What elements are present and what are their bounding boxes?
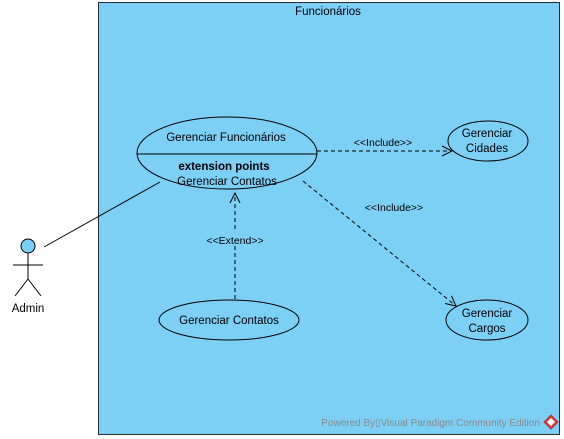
use-case-gerenciar-cidades-ellipse <box>447 120 529 162</box>
use-case-gerenciar-cidades-label-line2: Cidades <box>466 143 508 155</box>
include-cargos-relationship[interactable]: <<Include>> <box>302 180 456 306</box>
extension-point-gerenciar-contatos: Gerenciar Contatos <box>177 176 277 188</box>
use-case-gerenciar-contatos[interactable]: Gerenciar Contatos <box>158 299 300 341</box>
actor-admin[interactable]: Admin <box>12 238 45 315</box>
stick-figure-icon <box>13 238 43 297</box>
watermark: Powered By▯Visual Paradigm Community Edi… <box>321 414 559 430</box>
include-cargos-label: <<Include>> <box>365 202 423 214</box>
use-case-gerenciar-cargos-ellipse <box>445 299 529 341</box>
use-case-gerenciar-funcionarios[interactable]: Gerenciar Funcionários extension points … <box>136 116 318 190</box>
include-cidades-label: <<Include>> <box>354 137 412 149</box>
system-boundary[interactable]: Funcionários <box>98 2 560 435</box>
association-line[interactable] <box>43 181 161 248</box>
use-case-gerenciar-funcionarios-label: Gerenciar Funcionários <box>166 132 286 144</box>
actor-admin-label: Admin <box>12 303 45 315</box>
system-boundary-title: Funcionários <box>295 6 361 18</box>
extension-points-header: extension points <box>178 161 269 173</box>
use-case-gerenciar-cargos-label-line1: Gerenciar <box>462 308 513 320</box>
use-case-gerenciar-cidades-label-line1: Gerenciar <box>462 128 513 140</box>
use-case-gerenciar-cargos[interactable]: Gerenciar Cargos <box>445 299 529 341</box>
use-case-gerenciar-funcionarios-ellipse <box>136 116 318 190</box>
extend-contatos-label: <<Extend>> <box>206 235 263 247</box>
system-boundary-box <box>98 2 560 435</box>
use-case-gerenciar-cidades[interactable]: Gerenciar Cidades <box>447 120 529 162</box>
use-case-gerenciar-contatos-label: Gerenciar Contatos <box>179 315 279 327</box>
include-cidades-relationship[interactable]: <<Include>> <box>317 137 452 151</box>
extend-label-background <box>200 232 270 246</box>
extend-contatos-relationship[interactable]: <<Extend>> <box>200 193 270 299</box>
use-case-gerenciar-contatos-ellipse <box>158 299 300 341</box>
visual-paradigm-logo-icon <box>543 414 559 430</box>
actor-head <box>20 238 36 254</box>
include-cargos-arrow <box>302 180 456 306</box>
watermark-text: Powered By▯Visual Paradigm Community Edi… <box>321 418 540 429</box>
use-case-gerenciar-cargos-label-line2: Cargos <box>468 323 505 335</box>
